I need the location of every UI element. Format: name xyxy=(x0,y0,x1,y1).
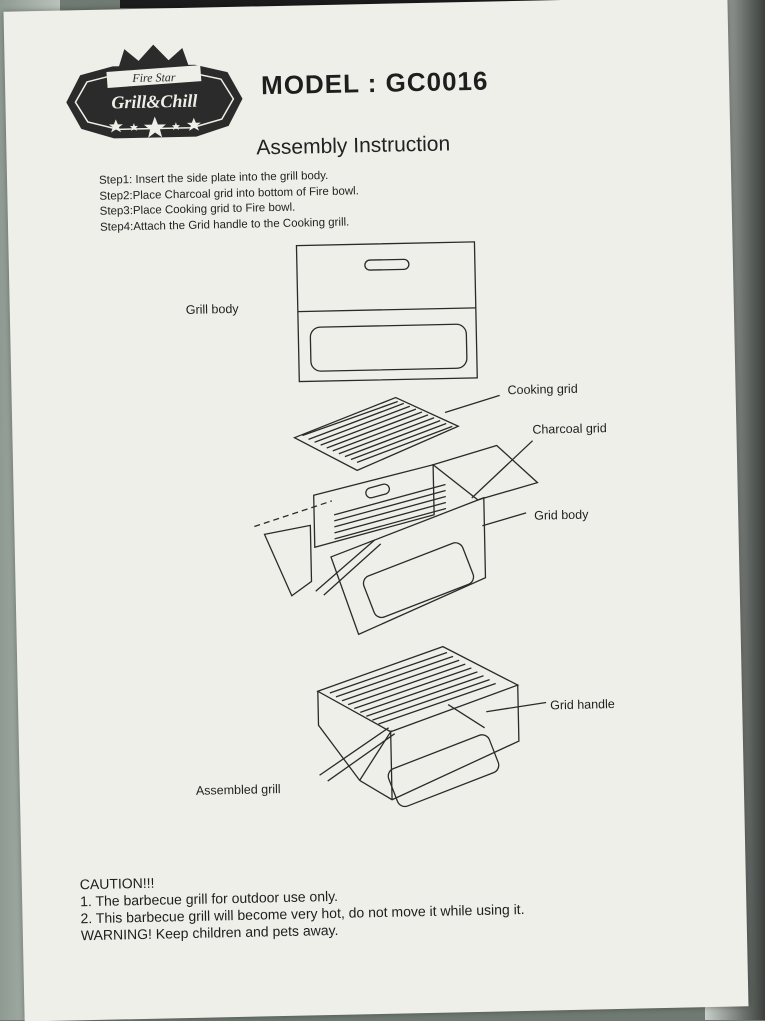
label-grid-handle: Grid handle xyxy=(550,697,615,713)
assembled-grill-drawing xyxy=(316,645,547,808)
caution-section: CAUTION!!! 1. The barbecue grill for out… xyxy=(80,867,525,944)
logo-stars xyxy=(108,116,201,138)
label-cooking-grid: Cooking grid xyxy=(507,381,578,398)
grill-body-drawing xyxy=(295,241,478,383)
label-assembled-grill: Assembled grill xyxy=(195,782,281,798)
instruction-sheet: Fire Star Grill&Chill MODEL : GC0016 Ass… xyxy=(3,0,749,1021)
logo-tagline: Fire Star xyxy=(131,70,176,85)
grill-and-chill-logo: Fire Star Grill&Chill xyxy=(66,44,243,139)
cooking-grid-drawing xyxy=(292,394,500,472)
label-grid-body: Grid body xyxy=(534,507,589,523)
exploded-grid-body-drawing xyxy=(254,440,539,636)
logo-brand: Grill&Chill xyxy=(111,91,197,113)
assembly-diagram xyxy=(254,241,547,808)
label-charcoal-grid: Charcoal grid xyxy=(532,421,607,437)
label-grill-body: Grill body xyxy=(185,301,239,317)
